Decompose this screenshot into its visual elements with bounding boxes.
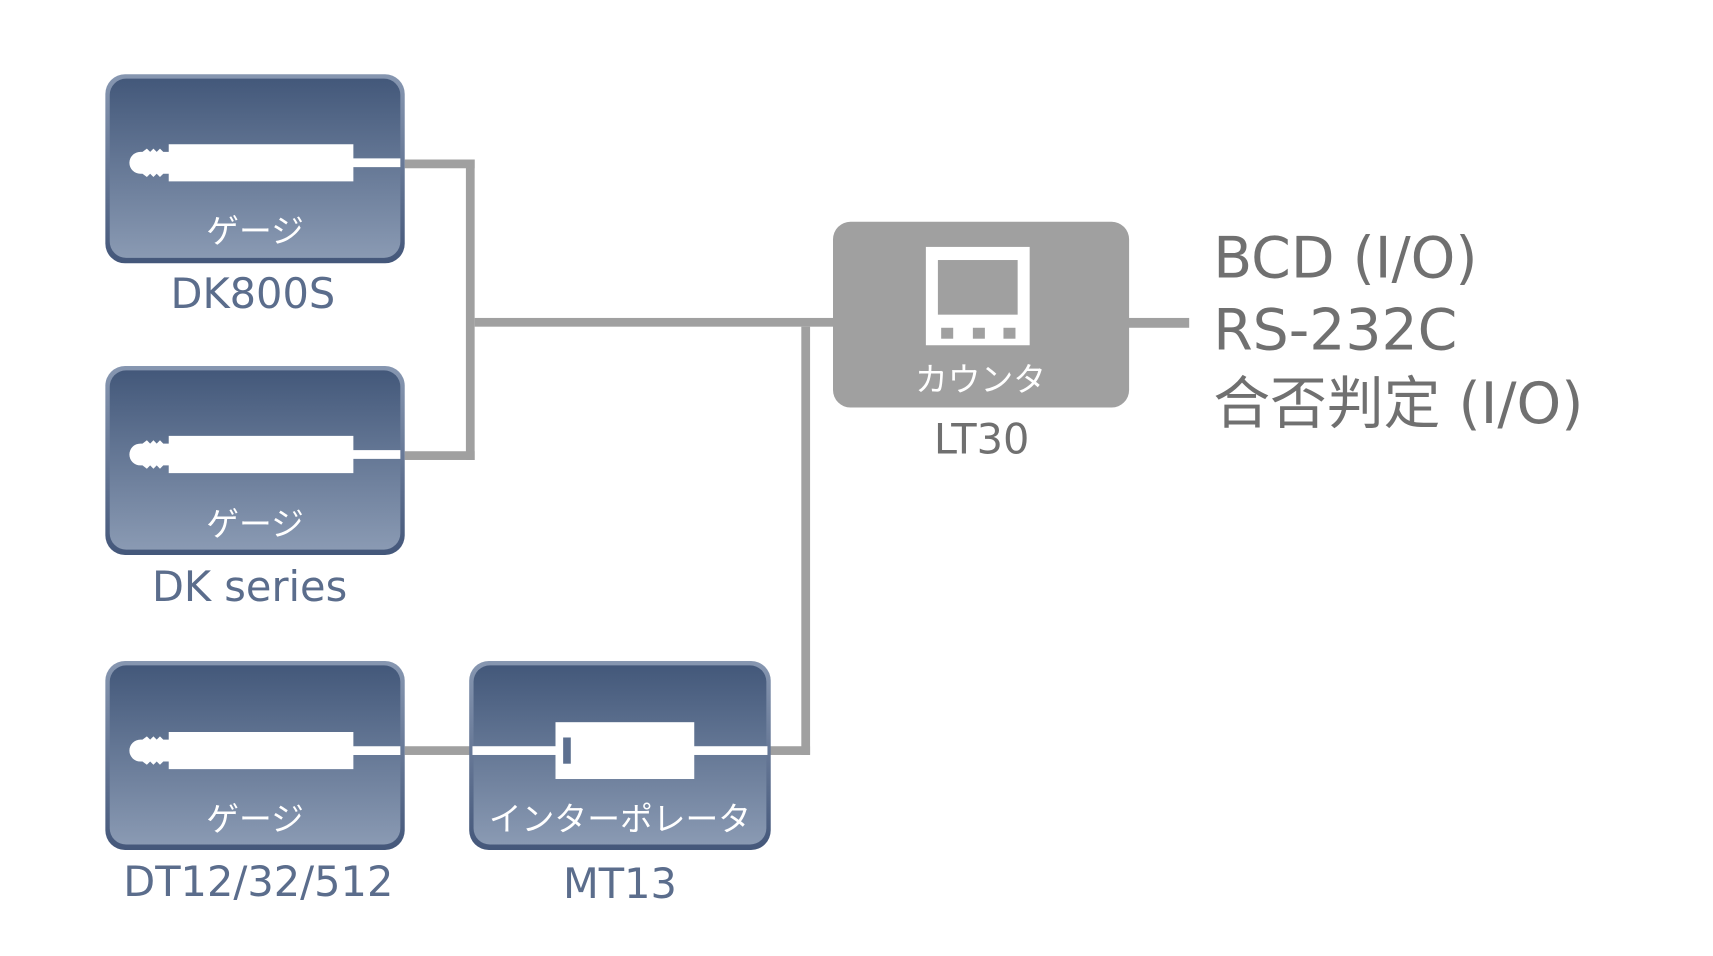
interpolator-type-label: インターポレータ — [489, 800, 751, 838]
gauge-dk-series[interactable]: ゲージ DK series — [105, 366, 405, 611]
gauge-model-label: DK series — [152, 562, 347, 611]
gauge-model-label: DK800S — [170, 269, 335, 318]
wire-gauge-bus-vertical — [465, 159, 475, 460]
counter-display-icon — [925, 246, 1030, 346]
gauge-model-label: DT12/32/512 — [123, 857, 393, 906]
gauge-type-label: ゲージ — [206, 213, 304, 251]
output-list: BCD (I/O) RS-232C 合否判定 (I/O) — [1213, 226, 1583, 437]
gauge-type-label: ゲージ — [206, 505, 304, 543]
interpolator-mt13[interactable]: インターポレータ MT13 — [469, 661, 771, 908]
gauge-type-label: ゲージ — [206, 800, 304, 838]
wire-mt13-out — [768, 746, 811, 755]
wire-dt-to-mt13 — [404, 746, 473, 755]
interpolator-model-label: MT13 — [563, 859, 677, 908]
wire-dkseries-out — [404, 451, 475, 460]
wire-counter-out — [1126, 317, 1190, 328]
interpolator-icon — [472, 722, 768, 780]
output-pass-fail: 合否判定 (I/O) — [1213, 371, 1583, 437]
wire-mt13-vertical — [801, 326, 811, 755]
gauge-dk800s[interactable]: ゲージ DK800S — [105, 74, 405, 318]
wire-dk800s-out — [404, 159, 475, 169]
output-rs232c: RS-232C — [1213, 298, 1457, 364]
output-bcd: BCD (I/O) — [1213, 226, 1477, 292]
wire-gauge-bus-to-counter — [474, 317, 836, 327]
counter-type-label: カウンタ — [915, 361, 1046, 399]
gauge-dt12-32-512[interactable]: ゲージ DT12/32/512 — [105, 661, 405, 906]
counter-lt30[interactable]: カウンタ LT30 — [833, 221, 1130, 464]
connection-wires — [404, 159, 1190, 755]
counter-model-label: LT30 — [934, 414, 1030, 463]
